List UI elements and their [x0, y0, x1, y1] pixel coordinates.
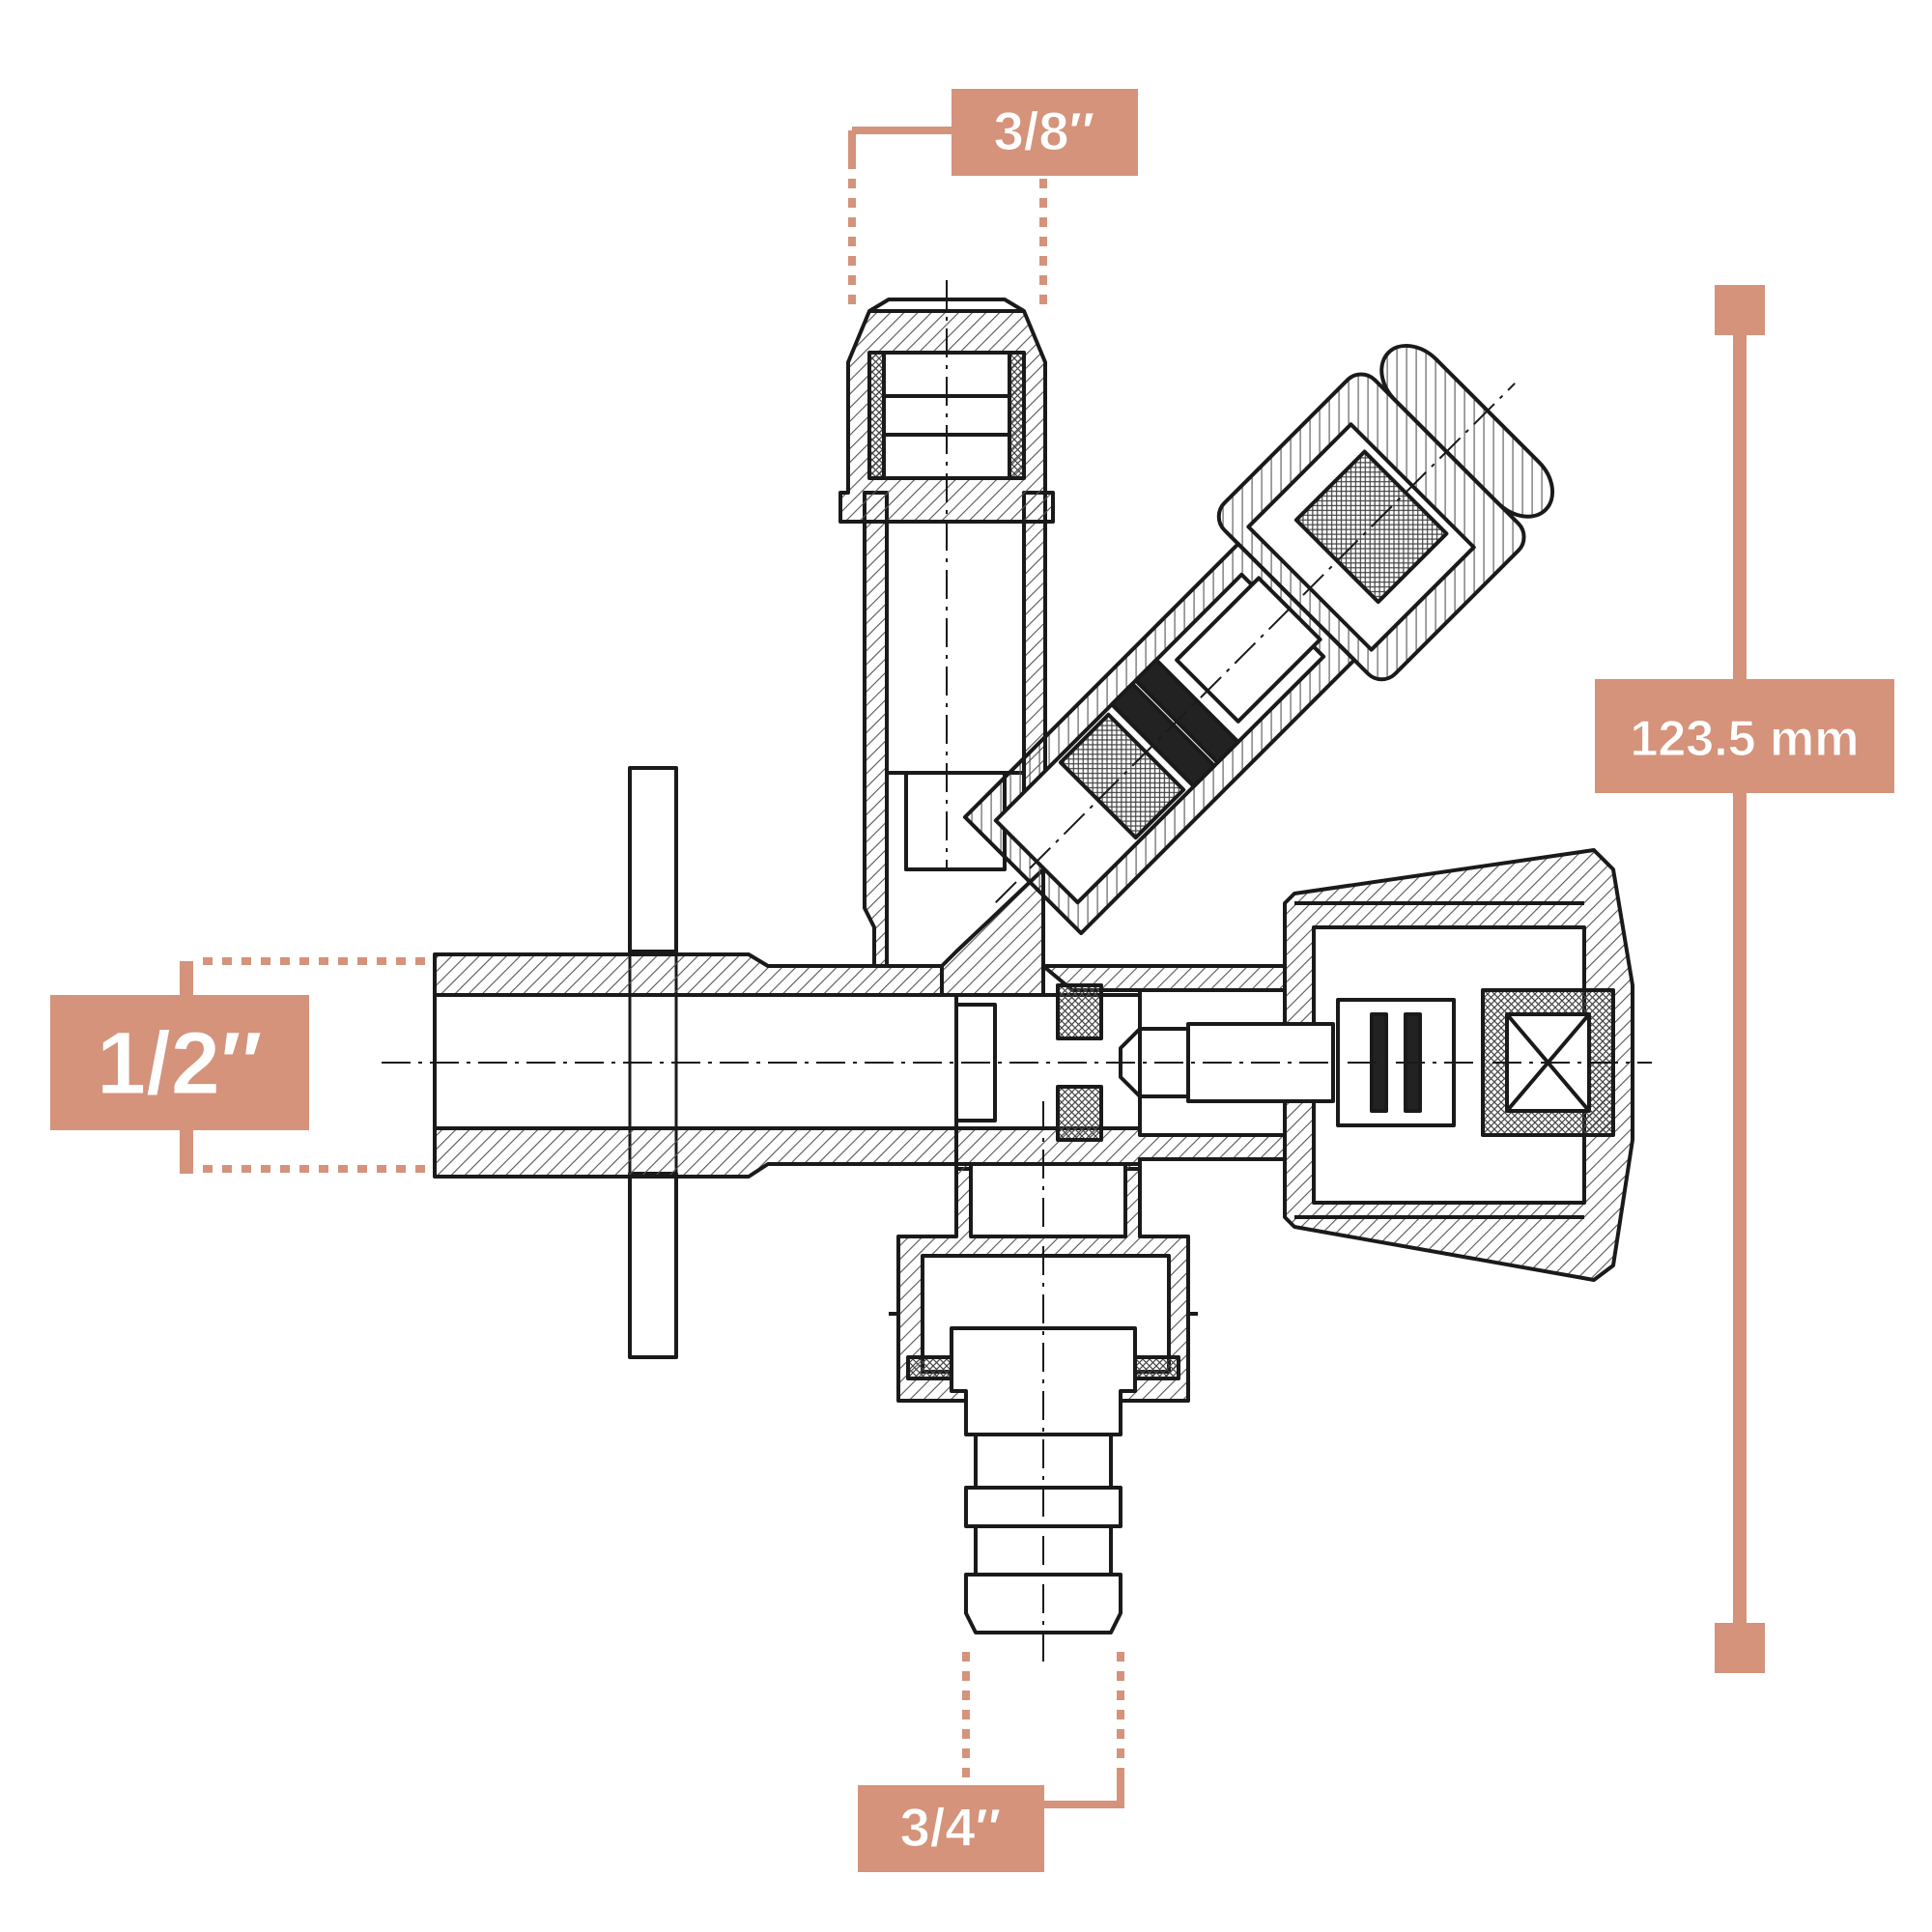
- bottom-hose-barb: [950, 1326, 1137, 1634]
- spindle-seal: [1056, 983, 1103, 1040]
- dimension-height: 123.5 mm: [1595, 285, 1894, 1673]
- dimension-top-outlet: 3/8″: [848, 89, 1138, 304]
- angled-branch: [962, 343, 1555, 936]
- inlet-size-label: 1/2″: [97, 1014, 263, 1113]
- top-outlet-stem-left: [863, 491, 889, 968]
- top-outlet-size-label: 3/8″: [994, 100, 1095, 161]
- bottom-outlet-size-label: 3/4″: [900, 1797, 1002, 1858]
- dimension-annotations: 3/8″ 1/2″ 3/4″ 123.5 mm: [50, 89, 1894, 1872]
- valve-body: [940, 867, 1045, 997]
- valve-cross-section: [382, 280, 1652, 1662]
- dimension-bottom-outlet: 3/4″: [858, 1652, 1124, 1872]
- inlet-pipe-wall-top: [433, 952, 944, 997]
- dimension-inlet: 1/2″: [50, 957, 425, 1174]
- inlet-pipe-wall-bottom: [433, 1126, 958, 1179]
- height-dimension-label: 123.5 mm: [1630, 711, 1859, 767]
